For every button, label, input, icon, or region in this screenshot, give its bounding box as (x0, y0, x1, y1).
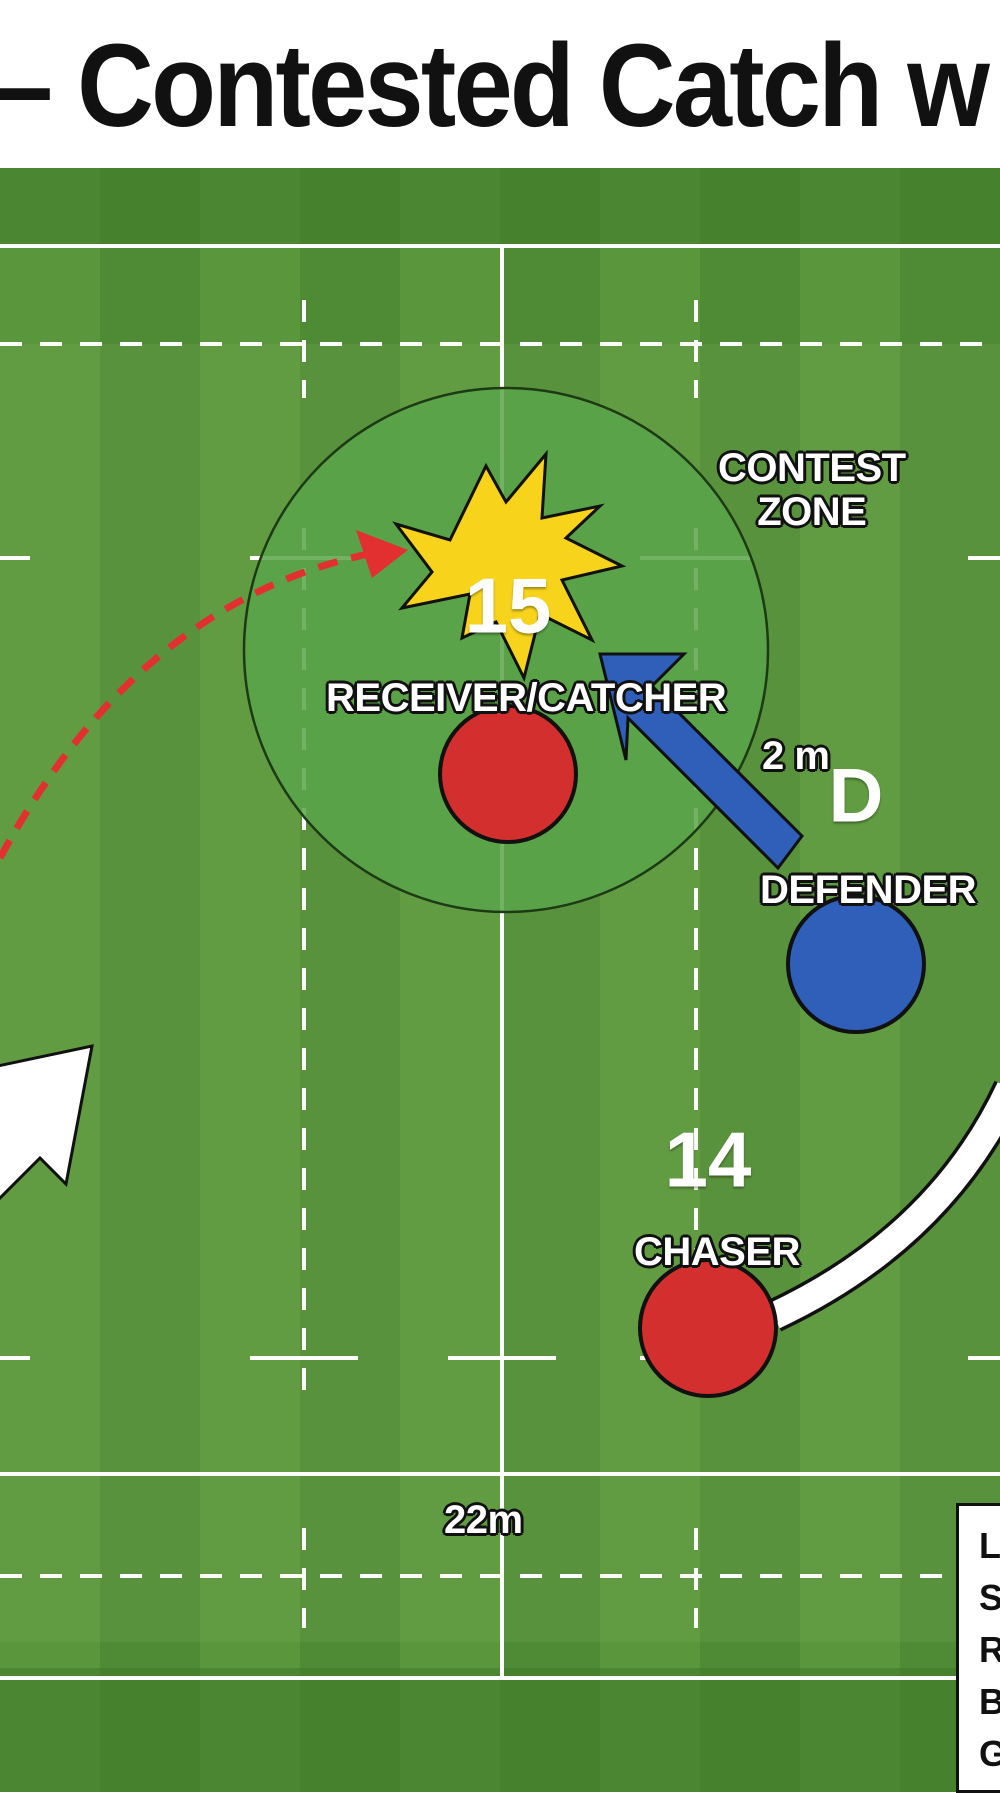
defender-run-arrow-icon (598, 652, 804, 871)
contest-zone-label: CONTEST ZONE (718, 446, 906, 534)
chaser-run-arrow-icon (768, 1082, 1000, 1329)
contest-zone-label-line1: CONTEST (718, 446, 906, 490)
distance-label: 2 m (762, 734, 830, 778)
legend-item: R (979, 1629, 1000, 1670)
chaser-player-circle (638, 1258, 778, 1398)
legend-item: G (979, 1733, 1000, 1774)
legend-item: B (979, 1681, 1000, 1722)
support-arrow-icon (0, 1044, 94, 1201)
receiver-number: 15 (464, 561, 552, 650)
pitch-svg (0, 168, 1000, 1792)
defender-player-circle (786, 894, 926, 1034)
defender-label: DEFENDER (760, 868, 977, 912)
contest-zone-label-line2: ZONE (757, 490, 867, 534)
ball-flight-arrow-icon (356, 530, 408, 578)
legend-item: S (979, 1577, 1000, 1618)
line-22-label: 22m (444, 1498, 523, 1542)
legend-box: L S R B G (956, 1503, 1000, 1793)
diagram-title: – Contested Catch w (0, 20, 990, 152)
contest-zone-circle (242, 386, 770, 914)
defender-letter: D (828, 753, 884, 839)
dashed-lines (0, 300, 1000, 1628)
catch-star-icon (392, 449, 627, 683)
ball-flight-path (0, 548, 379, 860)
chaser-number: 14 (664, 1115, 752, 1204)
receiver-player-circle (438, 704, 578, 844)
title-bar: – Contested Catch w (0, 0, 1000, 168)
rugby-pitch: 15 D 14 CONTEST ZONE RECEIVER/CATCHER 2 … (0, 168, 1000, 1792)
receiver-label: RECEIVER/CATCHER (326, 676, 727, 720)
legend-item: L (979, 1525, 1000, 1566)
chaser-label: CHASER (634, 1230, 800, 1274)
